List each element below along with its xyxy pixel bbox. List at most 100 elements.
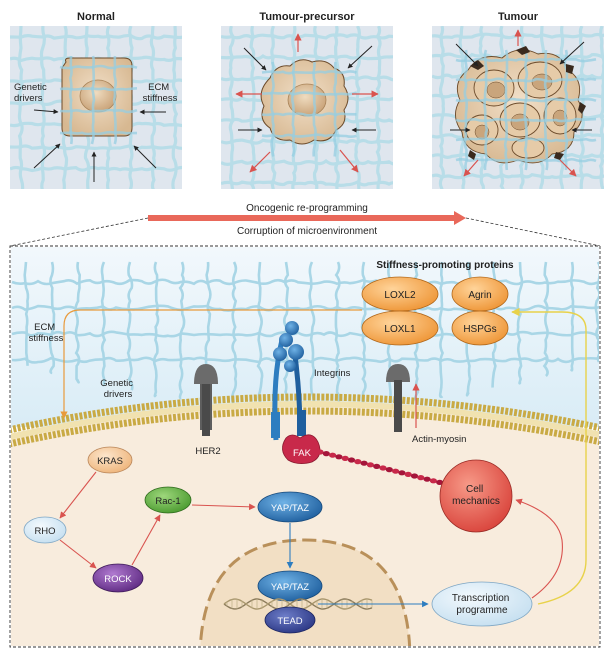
ecm-fiber bbox=[112, 55, 118, 145]
integrins-label: Integrins bbox=[314, 368, 351, 379]
fak: FAK bbox=[282, 434, 321, 464]
ecm-fiber bbox=[503, 49, 509, 171]
ecm-fiber bbox=[463, 49, 469, 171]
ecm-fiber bbox=[312, 61, 317, 157]
panel-precursor-ecm-overlay bbox=[261, 61, 357, 158]
actin-bead bbox=[429, 478, 437, 484]
actin-bead bbox=[329, 452, 337, 458]
tumour-inward-arrows bbox=[450, 41, 592, 133]
ecm-fiber bbox=[290, 61, 296, 158]
protein-hspgs: HSPGs bbox=[451, 310, 509, 346]
node-cell-mechanics: Cell mechanics bbox=[439, 459, 513, 533]
node-rac1: Rac-1 bbox=[144, 486, 192, 514]
stiffness-proteins-title: Stiffness-promoting proteins bbox=[376, 260, 514, 271]
actin-bead bbox=[410, 473, 419, 479]
actin-bead bbox=[335, 454, 343, 460]
ecm-fiber bbox=[152, 261, 160, 398]
node-yap-cytoplasm-label: YAP/TAZ bbox=[271, 503, 309, 514]
ecm-fiber bbox=[543, 49, 549, 171]
node-tead-label: TEAD bbox=[277, 616, 302, 627]
arrow-rho-to-rock bbox=[59, 539, 97, 569]
panel-tumour: Tumour bbox=[432, 11, 604, 189]
detail-ecm-stiffness-label: ECM stiffness bbox=[29, 322, 64, 344]
ecm-fiber bbox=[74, 261, 82, 384]
actin-myosin-fiber bbox=[316, 449, 450, 487]
cytoplasm bbox=[11, 405, 599, 646]
node-rho: RHO bbox=[23, 516, 67, 544]
precursor-inward-arrows bbox=[238, 45, 376, 133]
node-transcription-programme: Transcription programme bbox=[431, 581, 533, 627]
ecm-fiber bbox=[261, 70, 357, 75]
node-kras-label: KRAS bbox=[97, 456, 123, 467]
ecm-fiber bbox=[261, 91, 357, 96]
node-cell-mechanics-label: Cell mechanics bbox=[452, 484, 500, 507]
ecm-fiber bbox=[17, 26, 25, 189]
detail-panel: Stiffness-promoting proteins LOXL2 Agrin… bbox=[9, 245, 601, 648]
panel-normal-ecm-overlay bbox=[59, 55, 138, 145]
actin-bead bbox=[322, 451, 330, 457]
ecm-fiber bbox=[438, 261, 445, 399]
ecm-fiber bbox=[228, 26, 235, 189]
ecm-fiber bbox=[308, 261, 316, 410]
node-kras: KRAS bbox=[87, 446, 133, 474]
actin-bead bbox=[423, 476, 431, 482]
actin-bead bbox=[379, 465, 387, 471]
ecm-fiber bbox=[261, 133, 357, 139]
panel-precursor: Tumour-precursor bbox=[221, 11, 393, 189]
ecm-fiber bbox=[171, 26, 179, 189]
progression-bottom-label: Corruption of microenvironment bbox=[237, 226, 377, 237]
ecm-fiber bbox=[516, 261, 524, 385]
panel-tumour-title: Tumour bbox=[498, 11, 539, 23]
ecm-fiber bbox=[100, 261, 107, 387]
membrane-outer bbox=[11, 393, 599, 434]
protein-loxl1-label: LOXL1 bbox=[384, 324, 416, 335]
actin-bead bbox=[316, 449, 324, 455]
ecm-fiber bbox=[594, 261, 599, 363]
ecm-fiber bbox=[178, 261, 186, 400]
node-tead: TEAD bbox=[264, 606, 316, 634]
actin-bead bbox=[385, 467, 393, 473]
label-genetic-drivers: Genetic drivers bbox=[14, 82, 49, 104]
ecm-fiber bbox=[48, 261, 56, 375]
ecm-fiber bbox=[126, 261, 134, 391]
node-yap-nucleus-label: YAP/TAZ bbox=[271, 582, 309, 593]
her2-receptor: HER2 bbox=[194, 364, 221, 457]
node-rock-label: ROCK bbox=[104, 574, 132, 585]
panel-normal-title: Normal bbox=[77, 11, 115, 23]
actin-bead bbox=[366, 462, 374, 468]
ecm-fiber bbox=[270, 61, 275, 157]
detail-genetic-drivers-label: Genetic drivers bbox=[100, 378, 135, 400]
ecm-fiber bbox=[149, 26, 157, 189]
actin-myosin-label: Actin-myosin bbox=[412, 434, 466, 445]
ecm-fiber bbox=[569, 261, 576, 372]
arrow-rac1-to-yap bbox=[191, 503, 256, 511]
node-yap-nucleus: YAP/TAZ bbox=[257, 570, 323, 602]
ecm-fiber bbox=[23, 261, 30, 366]
integrins: Integrins bbox=[271, 321, 351, 441]
protein-loxl2: LOXL2 bbox=[361, 276, 439, 312]
actin-bead bbox=[436, 479, 444, 485]
panel-normal: Normal Genetic drivers ECM stiffness bbox=[10, 11, 182, 189]
progression-top-label: Oncogenic re-programming bbox=[246, 203, 368, 214]
ecm-fiber bbox=[10, 144, 182, 151]
actin-bead bbox=[398, 470, 406, 476]
ecm-fiber bbox=[59, 130, 138, 136]
node-yap-cytoplasm: YAP/TAZ bbox=[257, 491, 323, 523]
protein-loxl2-label: LOXL2 bbox=[384, 290, 416, 301]
node-rac1-label: Rac-1 bbox=[155, 496, 180, 507]
arrow-rock-to-rac1 bbox=[131, 514, 161, 566]
actin-bead bbox=[417, 475, 425, 481]
ecm-fiber bbox=[483, 49, 489, 171]
protein-hspgs-label: HSPGs bbox=[463, 324, 496, 335]
receptor-right bbox=[386, 364, 410, 432]
normal-force-arrows bbox=[33, 109, 166, 182]
ecm-fiber bbox=[261, 112, 357, 117]
arrow-kras-to-rho bbox=[59, 471, 97, 519]
label-ecm-stiffness: ECM stiffness bbox=[143, 82, 178, 104]
ecm-fiber bbox=[333, 61, 338, 157]
arrow-transcription-to-proteins bbox=[511, 307, 587, 605]
node-rho-label: RHO bbox=[34, 526, 55, 537]
ecm-fiber bbox=[90, 55, 96, 145]
protein-loxl1: LOXL1 bbox=[361, 310, 439, 346]
